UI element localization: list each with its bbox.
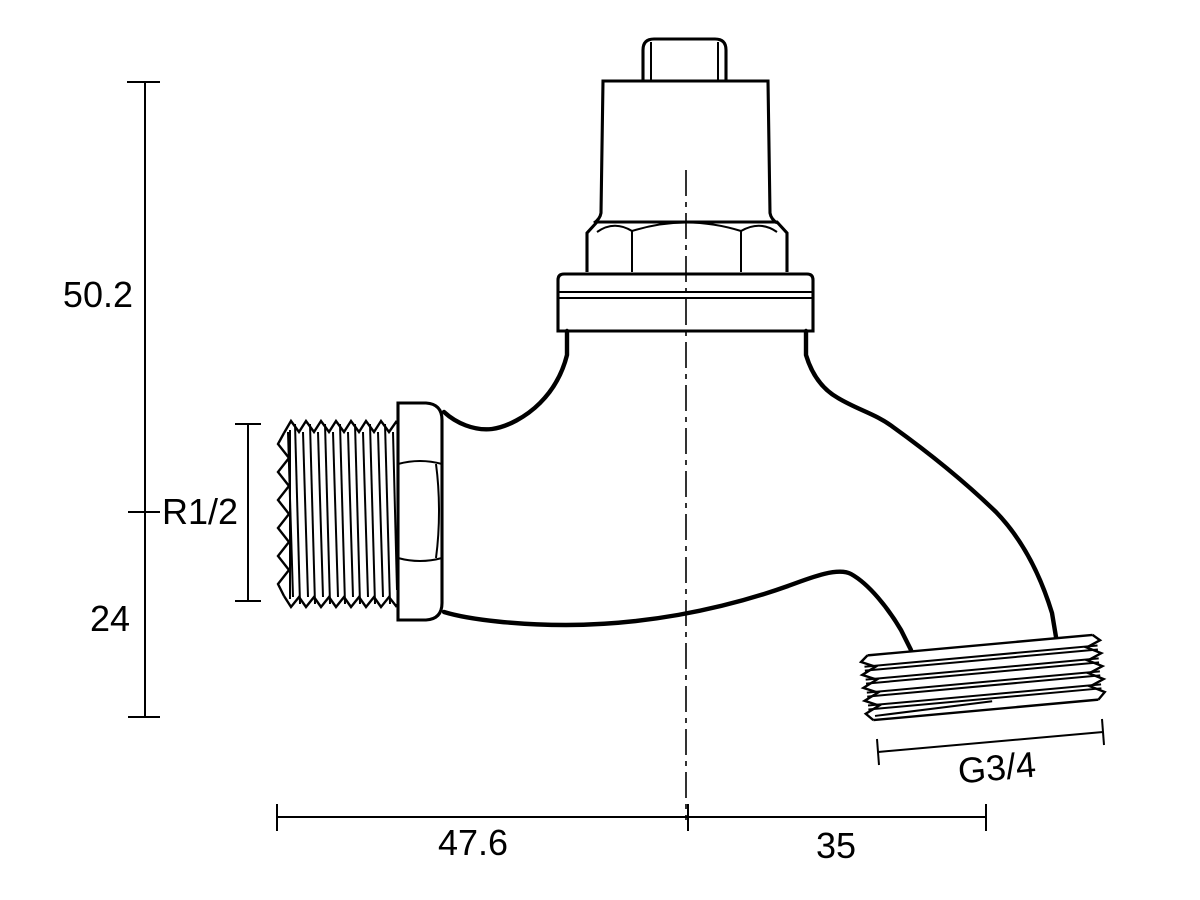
spindle-top — [641, 37, 728, 80]
valve-body-outline — [441, 328, 1059, 653]
dim-label-50-2: 50.2 — [63, 274, 133, 315]
outlet-thread-ridges — [864, 644, 1102, 717]
inlet-thread-flanks — [287, 423, 398, 605]
bonnet-hex-nut — [585, 220, 789, 272]
body-flange — [556, 272, 815, 333]
dim-label-47-6: 47.6 — [438, 822, 508, 863]
bonnet — [593, 79, 778, 225]
outlet-thread — [858, 633, 1107, 722]
inlet-thread — [276, 418, 399, 610]
inlet-hex — [396, 401, 444, 622]
label-outlet-thread-size: G3/4 — [956, 744, 1037, 792]
inlet-thread-extent-dimension — [235, 423, 261, 602]
left-vertical-dimension — [127, 81, 160, 718]
outlet-thread-dimension — [876, 718, 1105, 766]
label-inlet-thread-size: R1/2 — [162, 491, 238, 532]
dim-label-24: 24 — [90, 598, 130, 639]
bottom-horizontal-dimension — [276, 804, 987, 831]
dim-label-35: 35 — [816, 825, 856, 866]
